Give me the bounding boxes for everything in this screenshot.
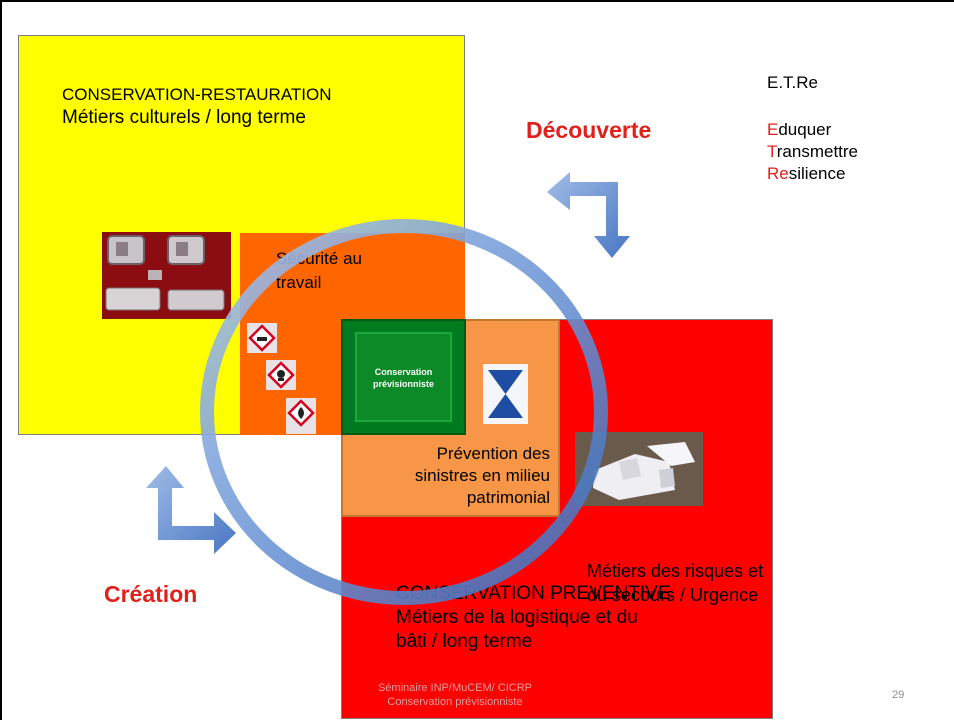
conservation-previsionniste-bevel xyxy=(355,332,452,422)
risques-line1: Métiers des risques et xyxy=(587,561,764,581)
prevention-line2: sinistres en milieu xyxy=(414,466,550,485)
etre-item-eduquer: Eduquer xyxy=(767,119,858,141)
etre-list: Eduquer Transmettre Resilience xyxy=(767,119,858,185)
etre-rest: silience xyxy=(788,164,846,183)
conservation-restauration-subtitle: Métiers culturels / long terme xyxy=(62,107,306,128)
etre-initial: E xyxy=(767,120,779,139)
footer-line2: Conservation prévisionniste xyxy=(387,696,523,708)
footer-line1: Séminaire INP/MuCEM/ CICRP xyxy=(377,682,533,694)
etre-initial: T xyxy=(767,142,777,161)
etre-title: E.T.Re xyxy=(767,73,819,92)
slide-footer: Séminaire INP/MuCEM/ CICRP Conservation … xyxy=(368,681,542,709)
conservation-previsionniste-line1: Conservation xyxy=(374,367,433,377)
risques-text: Métiers des risques et du secours / Urge… xyxy=(587,559,763,607)
etre-item-transmettre: Transmettre xyxy=(767,141,858,163)
decouverte-label: Découverte xyxy=(526,117,652,143)
prevention-line1: Prévention des xyxy=(436,444,550,463)
conservation-previsionniste-line2: prévisionniste xyxy=(372,379,435,389)
corrosive-hazard-icon xyxy=(247,323,277,353)
metal-objects-photo xyxy=(102,232,231,319)
etre-rest: duquer xyxy=(778,120,832,139)
page-number: 29 xyxy=(892,689,905,701)
creation-label: Création xyxy=(104,581,198,607)
conservation-previsionniste-label: Conservation prévisionniste xyxy=(355,366,452,390)
flammable-hazard-icon xyxy=(286,398,316,434)
conservation-restauration-title: CONSERVATION-RESTAURATION xyxy=(62,85,332,104)
conservation-preventive-line3: bâti / long terme xyxy=(396,631,533,652)
securite-line2: travail xyxy=(276,273,322,292)
blue-diamond-pictogram xyxy=(483,364,528,424)
prevention-line3: patrimonial xyxy=(466,488,550,507)
creation-cycle-arrow xyxy=(146,466,236,554)
risques-line2: du secours / Urgence xyxy=(587,585,759,605)
etre-initial: Re xyxy=(767,164,789,183)
decouverte-cycle-arrow xyxy=(547,172,630,258)
toxic-hazard-icon xyxy=(266,360,296,390)
prevention-text: Prévention des sinistres en milieu patri… xyxy=(375,443,550,509)
etre-item-resilience: Resilience xyxy=(767,163,858,185)
etre-rest: ransmettre xyxy=(776,142,859,161)
convergence-ring xyxy=(200,219,608,605)
conservation-preventive-line2: Métiers de la logistique et du xyxy=(396,607,638,628)
